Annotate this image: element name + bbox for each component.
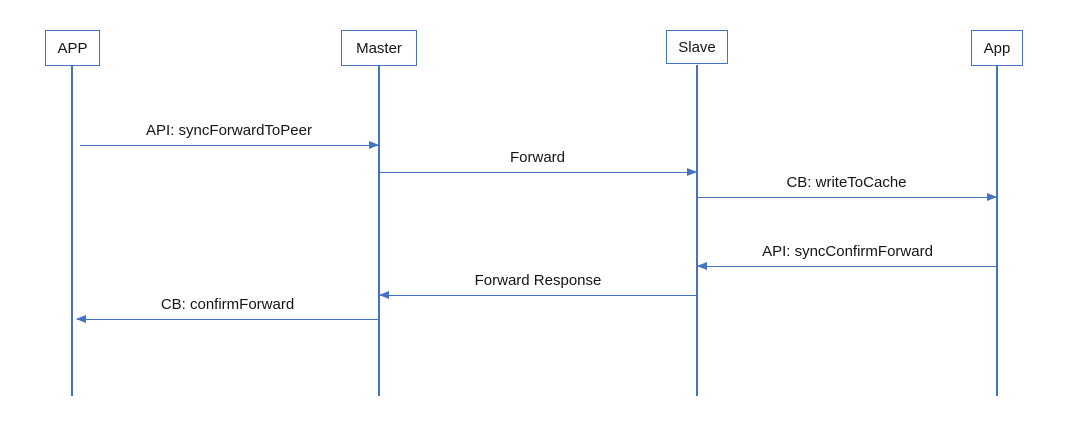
message-label: Forward [509, 149, 565, 166]
message-api-sync-confirm-forward: API: syncConfirmForward [697, 242, 997, 270]
message-arrow-line [76, 315, 378, 323]
arrowhead-left-icon [379, 291, 389, 299]
message-arrow-line [379, 168, 697, 176]
lifeline-master [378, 65, 380, 396]
actor-box-master: Master [341, 30, 417, 66]
message-label: API: syncForwardToPeer [146, 122, 312, 139]
actor-label-app2: App [983, 39, 1011, 57]
message-label: CB: writeToCache [786, 174, 907, 191]
arrowhead-left-icon [697, 262, 707, 270]
message-arrow-line [697, 262, 997, 270]
lifeline-app2 [996, 65, 998, 396]
arrowhead-right-icon [987, 193, 997, 201]
message-label: Forward Response [474, 272, 602, 289]
message-label: CB: confirmForward [160, 296, 295, 313]
message-api-sync-forward-to-peer: API: syncForwardToPeer [80, 121, 379, 149]
actor-label-slave: Slave [678, 38, 716, 56]
message-arrow-line [379, 291, 696, 299]
arrowhead-left-icon [76, 315, 86, 323]
lifeline-slave [696, 65, 698, 396]
actor-label-app1: APP [57, 39, 88, 57]
message-label: API: syncConfirmForward [762, 243, 933, 260]
actor-label-master: Master [356, 39, 402, 57]
message-cb-confirm-forward: CB: confirmForward [76, 295, 378, 323]
message-forward: Forward [379, 148, 697, 176]
actor-box-app1: APP [45, 30, 100, 66]
actor-box-slave: Slave [666, 30, 728, 64]
message-arrow-line [80, 141, 379, 149]
actor-box-app2: App [971, 30, 1023, 66]
message-cb-write-to-cache: CB: writeToCache [697, 173, 997, 201]
lifeline-app1 [71, 65, 73, 396]
arrowhead-right-icon [687, 168, 697, 176]
message-forward-response: Forward Response [379, 271, 696, 299]
arrowhead-right-icon [369, 141, 379, 149]
message-arrow-line [697, 193, 997, 201]
